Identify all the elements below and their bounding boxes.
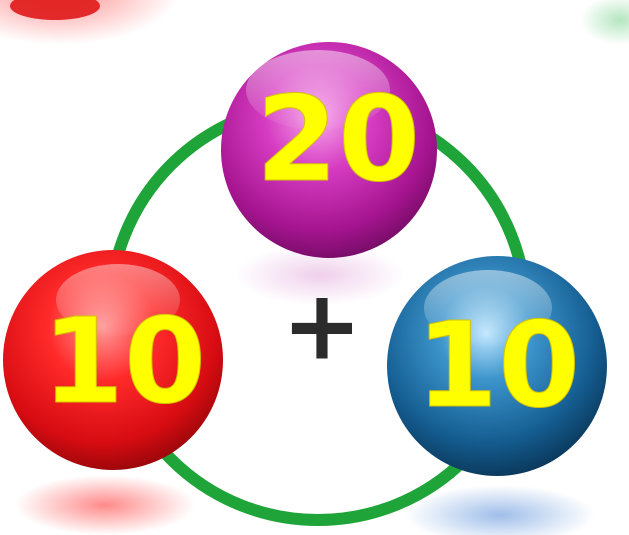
corner-decoration-right — [580, 0, 629, 45]
corner-decoration-left — [0, 0, 180, 45]
top-ball-value: 20 — [256, 70, 420, 208]
left-ball-value: 10 — [42, 292, 206, 430]
left-ball: 10 — [3, 250, 223, 470]
left-ball-reflection — [15, 475, 195, 535]
plus-operator: + — [282, 269, 362, 381]
right-ball-reflection — [405, 485, 595, 535]
right-ball: 10 — [387, 256, 607, 476]
right-ball-value: 10 — [416, 296, 580, 434]
top-ball: 20 — [221, 42, 437, 258]
